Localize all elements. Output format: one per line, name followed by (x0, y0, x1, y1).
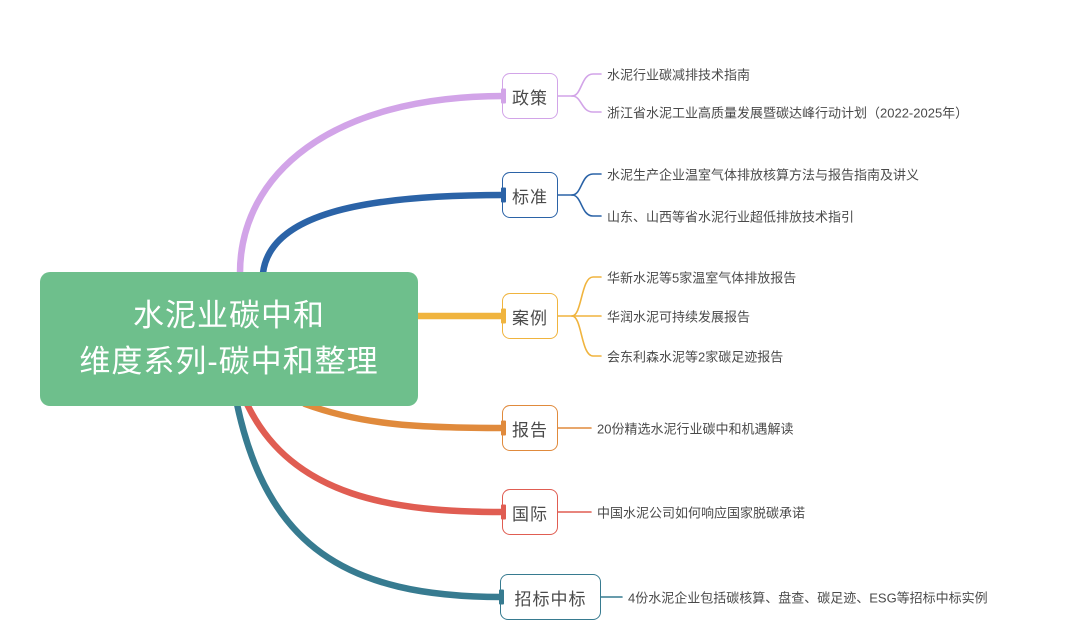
leaf-standard-2[interactable]: 山东、山西等省水泥行业超低排放技术指引 (607, 209, 855, 225)
branch-node-case[interactable]: 案例 (501, 293, 558, 339)
branch-stub-policy (501, 88, 506, 104)
branch-node-standard[interactable]: 标准 (501, 172, 558, 218)
sub-connector-standard-child1 (571, 173, 602, 196)
branch-node-report[interactable]: 报告 (501, 405, 558, 451)
leaf-standard-1[interactable]: 水泥生产企业温室气体排放核算方法与报告指南及讲义 (607, 167, 920, 183)
branch-curve-policy (236, 92, 508, 277)
branch-curve-international (243, 400, 508, 516)
branch-curve-standard (259, 191, 508, 277)
sub-connector-case-child1 (571, 276, 602, 317)
branch-label-standard: 标准 (512, 187, 548, 207)
sub-connector-standard-child2 (571, 194, 602, 217)
branch-label-bidding: 招标中标 (514, 589, 587, 609)
branch-stub-standard (501, 187, 506, 203)
branch-stub-bidding (499, 589, 504, 605)
sub-connector-policy-child1 (571, 73, 602, 97)
leaf-policy-1[interactable]: 水泥行业碳减排技术指南 (607, 67, 751, 83)
sub-connector-policy-child2 (571, 95, 602, 113)
leaf-bidding-1[interactable]: 4份水泥企业包括碳核算、盘查、碳足迹、ESG等招标中标实例 (628, 590, 988, 606)
branch-label-case: 案例 (512, 308, 548, 328)
leaf-case-3[interactable]: 会东利森水泥等2家碳足迹报告 (607, 349, 784, 365)
branch-stub-case (501, 308, 506, 324)
branch-stub-international (501, 504, 506, 520)
branch-label-report: 报告 (512, 420, 548, 440)
branch-curve-report (301, 400, 508, 432)
branch-node-bidding[interactable]: 招标中标 (499, 574, 601, 620)
root-title-line1: 水泥业碳中和 (133, 297, 325, 333)
root-node[interactable]: 水泥业碳中和 维度系列-碳中和整理 (40, 272, 418, 406)
sub-connector-case-child3 (571, 315, 602, 357)
leaf-report-1[interactable]: 20份精选水泥行业碳中和机遇解读 (597, 421, 794, 437)
branch-curve-bidding (233, 400, 506, 601)
branch-label-international: 国际 (512, 504, 548, 524)
leaf-case-1[interactable]: 华新水泥等5家温室气体排放报告 (607, 270, 797, 286)
branch-node-policy[interactable]: 政策 (501, 73, 558, 119)
leaf-case-2[interactable]: 华润水泥可持续发展报告 (607, 309, 751, 325)
leaf-policy-2[interactable]: 浙江省水泥工业高质量发展暨碳达峰行动计划（2022-2025年） (607, 105, 969, 121)
branch-stub-report (501, 420, 506, 436)
root-title-line2: 维度系列-碳中和整理 (79, 344, 379, 379)
leaf-international-1[interactable]: 中国水泥公司如何响应国家脱碳承诺 (597, 505, 806, 521)
branch-node-international[interactable]: 国际 (501, 489, 558, 535)
branch-label-policy: 政策 (512, 88, 548, 108)
